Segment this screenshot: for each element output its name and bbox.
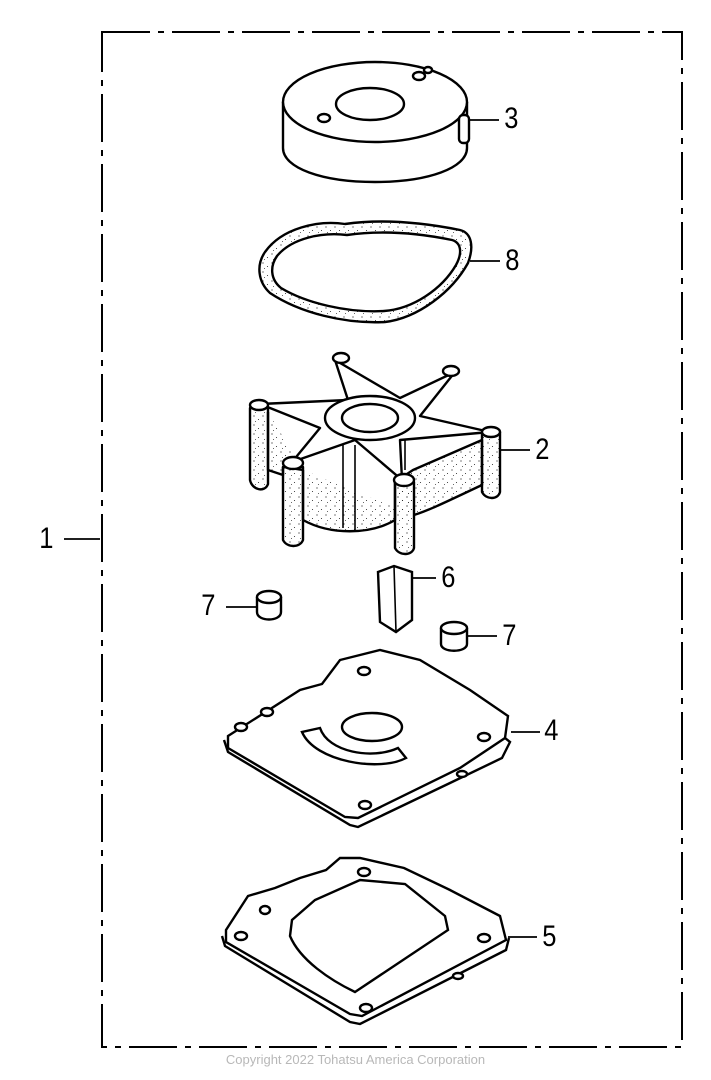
copyright-notice: Copyright 2022 Tohatsu America Corporati… (225, 1052, 486, 1067)
callout-7-right: 7 (502, 619, 517, 652)
impeller-icon (248, 351, 530, 556)
callout-4: 4 (544, 714, 559, 747)
o-ring-icon (258, 220, 500, 324)
callout-1: 1 (39, 522, 54, 555)
pump-housing-icon (281, 60, 499, 184)
guide-plate-icon (222, 648, 540, 829)
callout-7-left: 7 (201, 589, 216, 622)
gasket-plate-icon (220, 856, 537, 1026)
callout-8: 8 (505, 244, 520, 277)
callout-3: 3 (504, 102, 519, 135)
key-icon (376, 564, 436, 634)
pin-icon-right (439, 620, 497, 652)
pin-icon-left (226, 589, 283, 621)
callout-6: 6 (441, 561, 456, 594)
callout-5: 5 (542, 920, 557, 953)
callout-2: 2 (535, 433, 550, 466)
kit-boundary-frame (101, 31, 683, 1048)
